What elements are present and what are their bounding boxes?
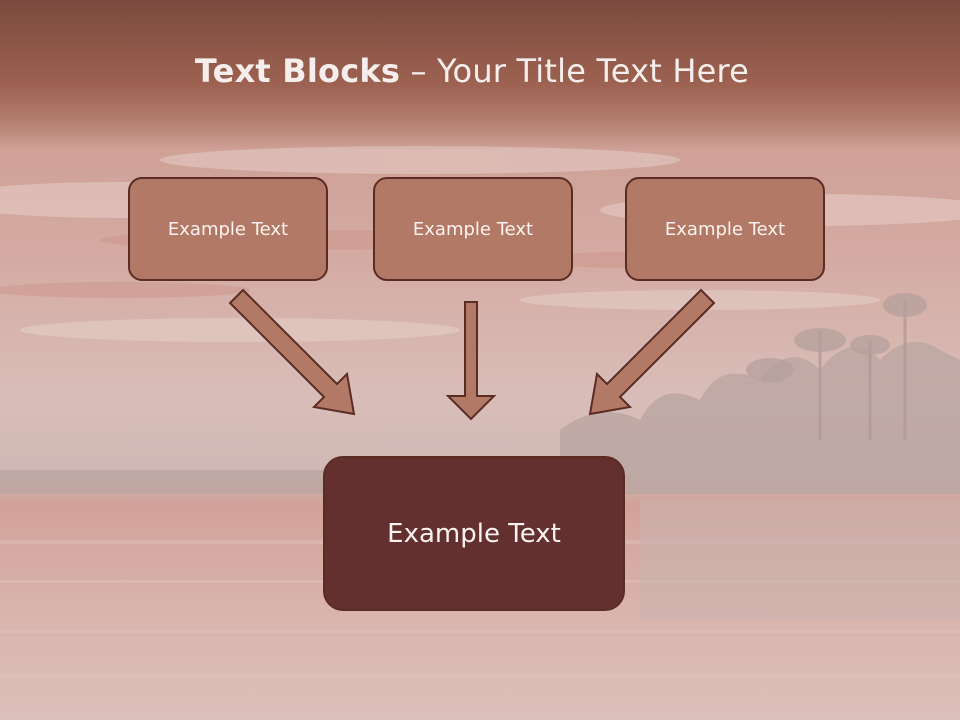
title-bold: Text Blocks: [194, 52, 401, 90]
main-text-block-label: Example Text: [387, 518, 561, 549]
text-block-3-label: Example Text: [664, 218, 786, 240]
header-band: [0, 0, 960, 150]
text-block-2-label: Example Text: [412, 218, 534, 240]
text-block-2[interactable]: Example Text: [373, 177, 573, 281]
text-block-1[interactable]: Example Text: [128, 177, 328, 281]
page-title: Text Blocks – Your Title Text Here: [0, 52, 944, 90]
title-rest: – Your Title Text Here: [400, 52, 750, 90]
text-block-1-label: Example Text: [167, 218, 289, 240]
main-text-block[interactable]: Example Text: [323, 456, 625, 611]
text-block-3[interactable]: Example Text: [625, 177, 825, 281]
